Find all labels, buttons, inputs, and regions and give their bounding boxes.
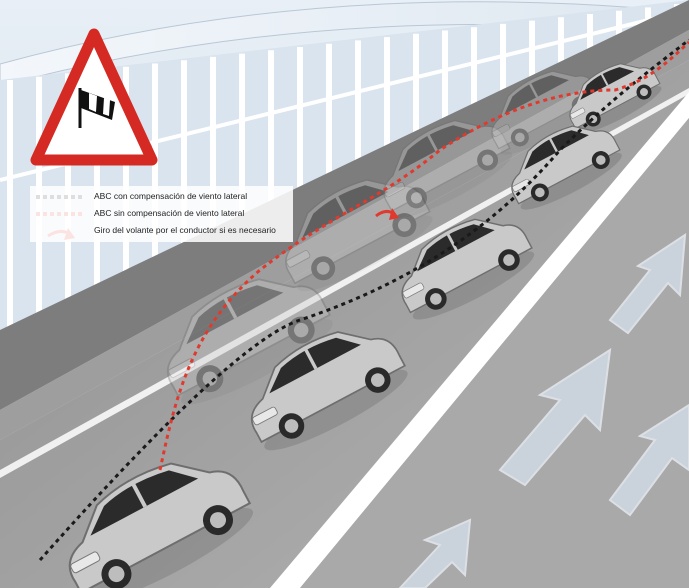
legend-row-with-compensation: ABC con compensación de viento lateral	[34, 188, 289, 205]
legend-label: ABC sin compensación de viento lateral	[94, 205, 244, 222]
legend: ABC con compensación de viento lateral A…	[30, 186, 293, 242]
legend-label: Giro del volante por el conductor si es …	[94, 222, 276, 239]
legend-label: ABC con compensación de viento lateral	[94, 188, 247, 205]
legend-row-steering: Giro del volante por el conductor si es …	[34, 222, 289, 239]
legend-row-without-compensation: ABC sin compensación de viento lateral	[34, 205, 289, 222]
